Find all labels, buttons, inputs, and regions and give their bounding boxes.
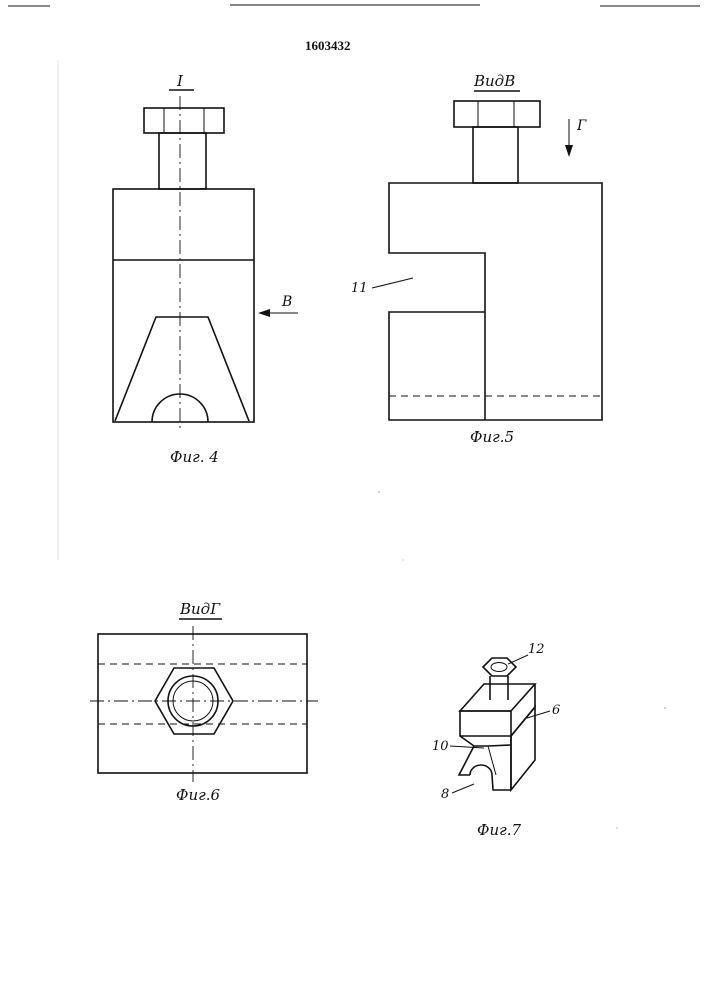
figure-4: I В Фиг. 4 — [113, 72, 298, 466]
fig5-shank — [473, 127, 518, 183]
fig7-callout-12: 12 — [528, 642, 545, 657]
fig5-body — [389, 183, 602, 420]
fig6-caption: Фиг.6 — [176, 786, 220, 804]
fig7-callout-10: 10 — [432, 739, 449, 754]
fig7-upper-block-front — [460, 711, 511, 736]
fig6-body — [98, 634, 307, 773]
scan-specks — [378, 491, 666, 828]
fig7-caption: Фиг.7 — [477, 821, 521, 839]
fig4-body — [113, 189, 254, 422]
fig6-view-title: ВидГ — [179, 600, 221, 618]
fig7-callout-6: 6 — [552, 703, 560, 718]
fig4-view-arrow-label: В — [281, 294, 292, 310]
fig4-trapezoid-cavity — [115, 317, 249, 421]
figure-5: ВидВ Г 11 Фиг.5 — [351, 72, 602, 446]
fig5-callout-11: 11 — [351, 281, 368, 296]
fig4-section-label: I — [176, 72, 184, 90]
fig7-callout-8: 8 — [441, 787, 449, 802]
fig5-nut — [454, 101, 540, 127]
fig7-semicircle-cutout — [470, 765, 492, 775]
figure-6: ВидГ Фиг.6 — [90, 600, 318, 804]
fig5-view-title: ВидВ — [473, 72, 515, 90]
fig7-lower-jaw — [460, 736, 511, 746]
fig4-shank — [159, 133, 206, 189]
fig4-nut — [144, 108, 224, 133]
fig7-hex-head — [483, 658, 516, 676]
fig7-side-wall — [511, 707, 535, 790]
fig5-arrow-label: Г — [576, 118, 587, 134]
fig7-upper-block-top — [460, 684, 535, 711]
patent-number: 1603432 — [305, 38, 351, 53]
fig4-caption: Фиг. 4 — [170, 448, 219, 466]
figure-7: 12 6 10 8 Фиг.7 — [432, 642, 560, 839]
fig5-caption: Фиг.5 — [470, 428, 514, 446]
